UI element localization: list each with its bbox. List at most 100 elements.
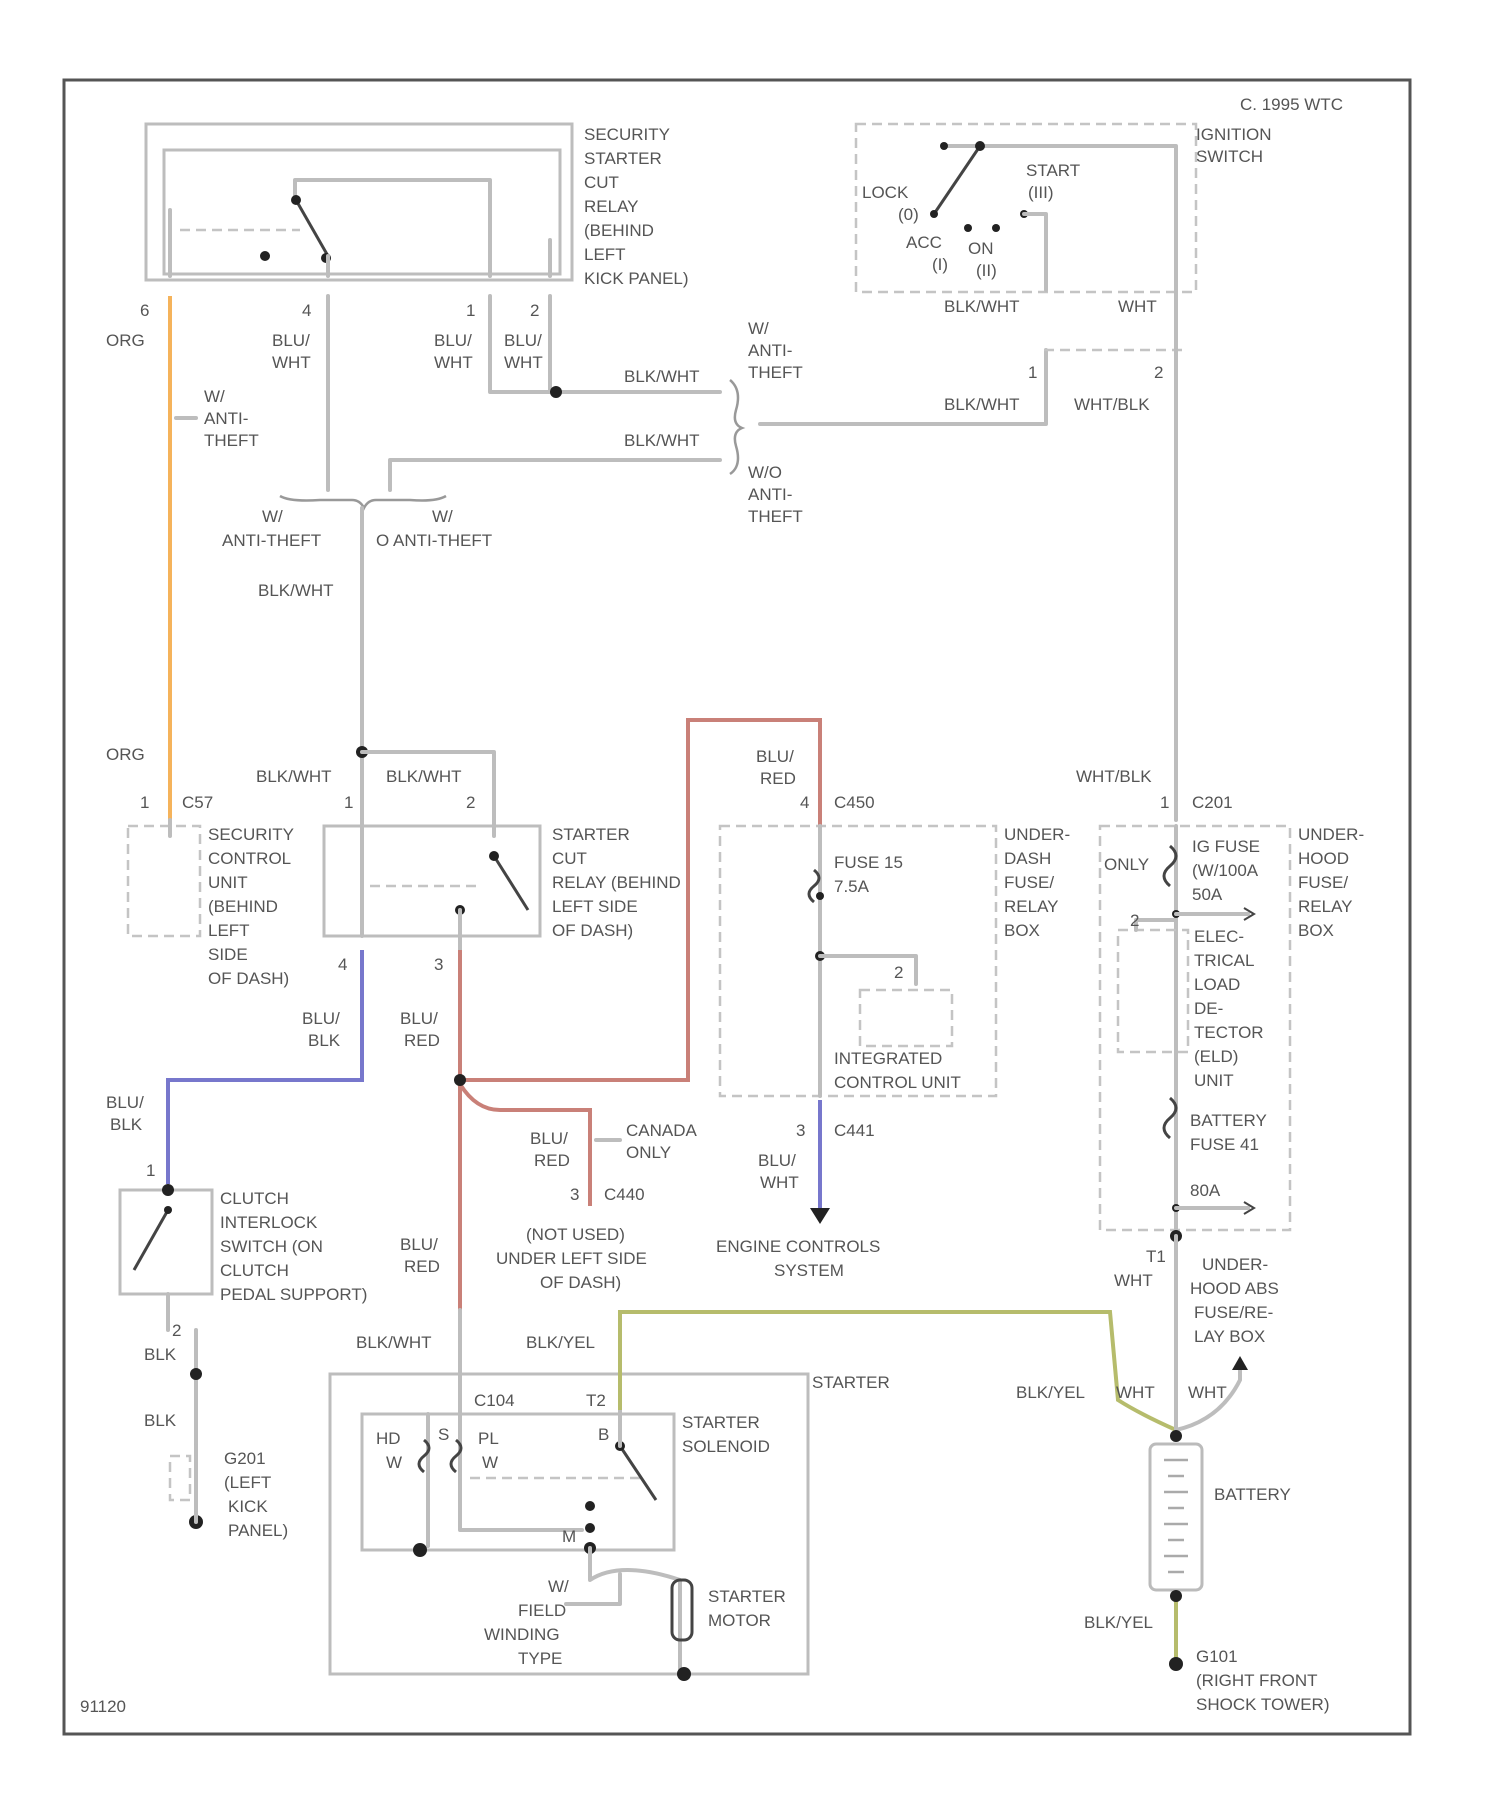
svg-text:BLU/: BLU/ bbox=[756, 747, 794, 766]
field-winding-label: W/ FIELD WINDING TYPE bbox=[484, 1577, 569, 1668]
label-blk-wht-5: BLK/WHT bbox=[256, 767, 332, 786]
svg-text:UNDER-: UNDER- bbox=[1004, 825, 1070, 844]
svg-text:BLU/: BLU/ bbox=[272, 331, 310, 350]
svg-text:W/: W/ bbox=[748, 319, 769, 338]
svg-text:UNIT: UNIT bbox=[208, 873, 248, 892]
svg-text:STARTER: STARTER bbox=[552, 825, 630, 844]
label-blk-yel-starter: BLK/YEL bbox=[526, 1333, 595, 1352]
svg-text:RED: RED bbox=[404, 1257, 440, 1276]
svg-text:WHT: WHT bbox=[504, 353, 543, 372]
note-only: ONLY bbox=[1104, 855, 1149, 874]
clutch-interlock-switch bbox=[120, 1184, 212, 1330]
pin-scr-3: 3 bbox=[434, 955, 443, 974]
connector-c104: C104 bbox=[474, 1391, 515, 1410]
svg-text:RED: RED bbox=[534, 1151, 570, 1170]
label-wht-blk-2: WHT/BLK bbox=[1076, 767, 1152, 786]
splice-pin2 bbox=[550, 386, 562, 398]
security-relay bbox=[146, 124, 572, 280]
battery-fuse-label: BATTERY FUSE 41 bbox=[1190, 1111, 1267, 1154]
svg-text:PL: PL bbox=[478, 1429, 499, 1448]
svg-text:INTERLOCK: INTERLOCK bbox=[220, 1213, 318, 1232]
brace-bottom bbox=[280, 496, 446, 508]
label-blk-wht-4: BLK/WHT bbox=[258, 581, 334, 600]
ig-fuse-label: IG FUSE (W/100A 50A bbox=[1192, 837, 1260, 904]
starter-solenoid-label: STARTER SOLENOID bbox=[682, 1413, 770, 1456]
svg-text:RELAY (BEHIND: RELAY (BEHIND bbox=[552, 873, 681, 892]
svg-text:TRICAL: TRICAL bbox=[1194, 951, 1254, 970]
svg-text:CUT: CUT bbox=[552, 849, 587, 868]
svg-text:W/: W/ bbox=[204, 387, 225, 406]
svg-text:PANEL): PANEL) bbox=[228, 1521, 288, 1540]
svg-text:MOTOR: MOTOR bbox=[708, 1611, 771, 1630]
svg-text:(0): (0) bbox=[898, 205, 919, 224]
svg-text:BLK: BLK bbox=[308, 1031, 341, 1050]
svg-text:BLU/: BLU/ bbox=[434, 331, 472, 350]
splice-red bbox=[454, 1074, 466, 1086]
svg-text:LEFT: LEFT bbox=[208, 921, 250, 940]
svg-text:6: 6 bbox=[140, 301, 149, 320]
svg-text:THEFT: THEFT bbox=[204, 431, 259, 450]
integrated-unit-label: INTEGRATED CONTROL UNIT bbox=[834, 1049, 961, 1092]
arrow-abs bbox=[1232, 1356, 1248, 1370]
pin-eld-2: 2 bbox=[1130, 911, 1139, 930]
svg-text:WINDING: WINDING bbox=[484, 1625, 560, 1644]
svg-text:7.5A: 7.5A bbox=[834, 877, 870, 896]
svg-text:TECTOR: TECTOR bbox=[1194, 1023, 1264, 1042]
svg-text:INTEGRATED: INTEGRATED bbox=[834, 1049, 942, 1068]
svg-text:THEFT: THEFT bbox=[748, 507, 803, 526]
label-80a: 80A bbox=[1190, 1181, 1221, 1200]
label-blu-red-1: BLU/ RED bbox=[400, 1009, 440, 1050]
label-wht-blk-1: WHT/BLK bbox=[1074, 395, 1150, 414]
battery bbox=[1150, 1430, 1202, 1602]
svg-text:BOX: BOX bbox=[1298, 921, 1334, 940]
svg-text:HOOD: HOOD bbox=[1298, 849, 1349, 868]
svg-text:SECURITY: SECURITY bbox=[584, 125, 670, 144]
ignition-switch-label: IGNITION SWITCH bbox=[1196, 125, 1272, 166]
label-wht-ign: WHT bbox=[1118, 297, 1157, 316]
svg-text:WHT: WHT bbox=[760, 1173, 799, 1192]
label-wht-t1: WHT bbox=[1114, 1271, 1153, 1290]
security-relay-pins: 6 4 1 2 bbox=[140, 301, 539, 320]
svg-text:CUT: CUT bbox=[584, 173, 619, 192]
label-org-bottom: ORG bbox=[106, 745, 145, 764]
hd-label: HD W bbox=[376, 1429, 402, 1472]
svg-text:FIELD: FIELD bbox=[518, 1601, 566, 1620]
connector-t1: T1 bbox=[1146, 1247, 1166, 1266]
svg-text:SHOCK TOWER): SHOCK TOWER) bbox=[1196, 1695, 1330, 1714]
note-wo-antitheft-bottom: W/ O ANTI-THEFT bbox=[376, 507, 492, 550]
svg-text:SIDE: SIDE bbox=[208, 945, 248, 964]
svg-text:(ELD): (ELD) bbox=[1194, 1047, 1238, 1066]
svg-text:BLU/: BLU/ bbox=[504, 331, 542, 350]
fuse-15-label: FUSE 15 7.5A bbox=[834, 853, 903, 896]
svg-text:LEFT: LEFT bbox=[584, 245, 626, 264]
svg-text:ANTI-THEFT: ANTI-THEFT bbox=[222, 531, 321, 550]
pin-scr-4: 4 bbox=[338, 955, 347, 974]
svg-text:FUSE/RE-: FUSE/RE- bbox=[1194, 1303, 1273, 1322]
svg-text:DE-: DE- bbox=[1194, 999, 1223, 1018]
pl-label: PL W bbox=[478, 1429, 499, 1472]
note-wo-antitheft-right: W/O ANTI- THEFT bbox=[748, 463, 803, 526]
svg-text:FUSE 15: FUSE 15 bbox=[834, 853, 903, 872]
svg-text:BOX: BOX bbox=[1004, 921, 1040, 940]
label-blu-red-4: BLU/ RED bbox=[400, 1235, 440, 1276]
svg-text:KICK PANEL): KICK PANEL) bbox=[584, 269, 689, 288]
svg-text:HD: HD bbox=[376, 1429, 401, 1448]
label-blu-red-2: BLU/ RED bbox=[756, 747, 796, 788]
ground-g201-label: G201 (LEFT KICK PANEL) bbox=[224, 1449, 288, 1540]
svg-text:UNDER-: UNDER- bbox=[1202, 1255, 1268, 1274]
svg-text:W: W bbox=[482, 1453, 498, 1472]
connector-t2: T2 bbox=[586, 1391, 606, 1410]
connector-c440: C440 bbox=[604, 1185, 645, 1204]
connector-b: B bbox=[598, 1425, 609, 1444]
eld-unit-label: ELEC- TRICAL LOAD DE- TECTOR (ELD) UNIT bbox=[1194, 927, 1264, 1090]
pin-c201-1: 1 bbox=[1028, 363, 1037, 382]
pin-c441-3: 3 bbox=[796, 1121, 805, 1140]
pin-scr-1: 1 bbox=[344, 793, 353, 812]
svg-text:BLU/: BLU/ bbox=[530, 1129, 568, 1148]
under-hood-box-label: UNDER- HOOD FUSE/ RELAY BOX bbox=[1298, 825, 1364, 940]
pin-c440-3: 3 bbox=[570, 1185, 579, 1204]
label-blu-red-3: BLU/ RED bbox=[530, 1129, 570, 1170]
security-unit-label: SECURITY CONTROL UNIT (BEHIND LEFT SIDE … bbox=[208, 825, 294, 988]
svg-text:CONTROL: CONTROL bbox=[208, 849, 291, 868]
